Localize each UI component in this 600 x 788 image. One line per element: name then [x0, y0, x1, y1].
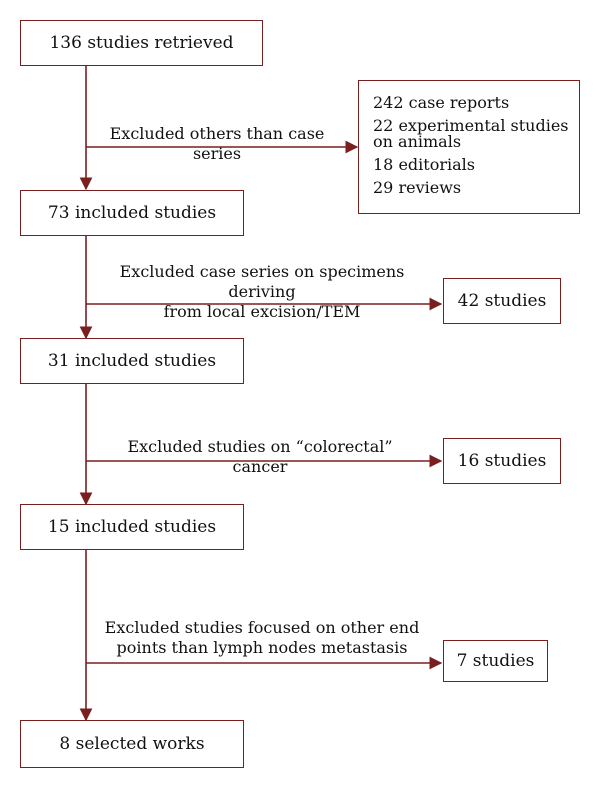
main-box-label: 31 included studies [47, 351, 217, 371]
main-box-included-1: 73 included studies [20, 190, 244, 236]
result-line: 16 studies [457, 451, 547, 471]
exclusion-criterion-2: Excluded case series on specimens derivi… [92, 262, 432, 322]
main-box-label: 8 selected works [59, 734, 205, 754]
main-box-selected: 8 selected works [20, 720, 244, 768]
result-line: 29 reviews [373, 178, 462, 197]
result-line: 42 studies [457, 291, 547, 311]
criterion-line: Excluded case series on specimens derivi… [119, 262, 405, 301]
criterion-line: from local excision/TEM [163, 302, 361, 321]
main-box-included-2: 31 included studies [20, 338, 244, 384]
result-line: 18 editorials [373, 155, 475, 174]
result-line: 22 experimental studies [373, 116, 569, 135]
criterion-line: points than lymph nodes metastasis [116, 638, 408, 657]
criterion-line: Excluded others than case series [109, 124, 325, 163]
result-line: 242 case reports [373, 93, 510, 112]
exclusion-criterion-4: Excluded studies focused on other end po… [100, 618, 424, 658]
main-box-included-3: 15 included studies [20, 504, 244, 550]
main-box-label: 73 included studies [47, 203, 217, 223]
result-line: 7 studies [456, 651, 535, 671]
exclusion-result-1: 242 case reports 22 experimental studies… [358, 80, 580, 214]
exclusion-result-3: 16 studies [443, 438, 561, 484]
criterion-line: Excluded studies on “colorectal” cancer [127, 437, 393, 476]
exclusion-criterion-1: Excluded others than case series [92, 124, 342, 164]
exclusion-result-4: 7 studies [443, 640, 548, 682]
main-box-label: 136 studies retrieved [49, 33, 234, 53]
exclusion-result-2: 42 studies [443, 278, 561, 324]
main-box-label: 15 included studies [47, 517, 217, 537]
result-line: on animals [373, 132, 462, 151]
criterion-line: Excluded studies focused on other end [104, 618, 420, 637]
main-box-retrieved: 136 studies retrieved [20, 20, 263, 66]
exclusion-criterion-3: Excluded studies on “colorectal” cancer [100, 437, 420, 477]
